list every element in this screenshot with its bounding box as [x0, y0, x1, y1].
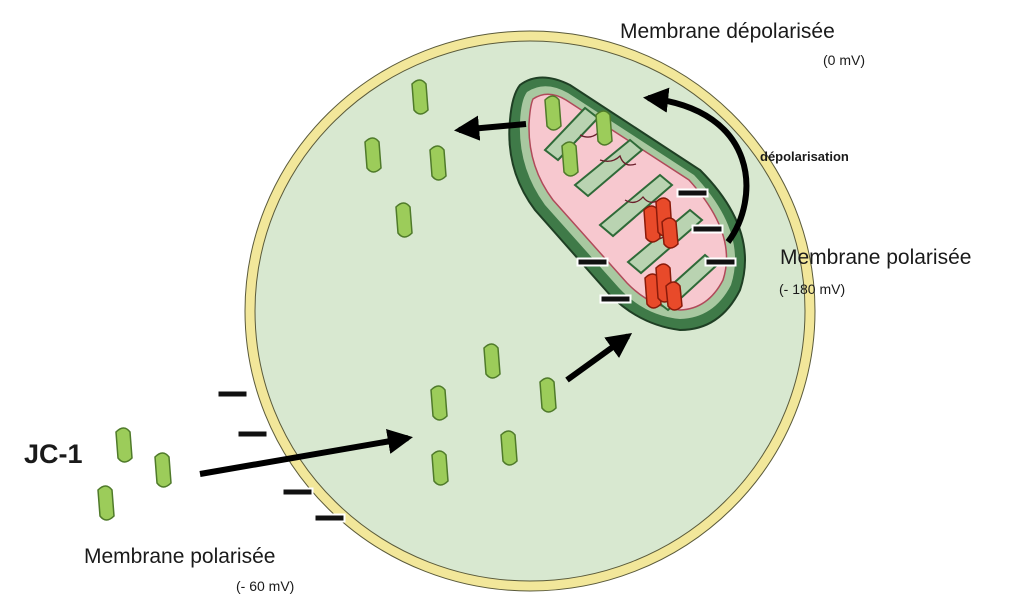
- top-potential-label: (0 mV): [823, 52, 865, 68]
- jc1-monomer: [501, 431, 517, 465]
- jc1-monomer: [155, 453, 171, 487]
- jc1-monomer: [412, 80, 428, 114]
- jc1-monomer: [431, 386, 447, 420]
- jc1-monomer: [430, 146, 446, 180]
- jc1-monomer: [484, 344, 500, 378]
- cell-potential-label: (- 60 mV): [236, 578, 294, 594]
- mitochondrion-membrane-label: Membrane polarisée: [780, 246, 971, 270]
- jc1-label: JC-1: [24, 439, 83, 470]
- jc1-monomer: [540, 378, 556, 412]
- jc1-monomer: [432, 451, 448, 485]
- jc1-monomer: [596, 111, 612, 145]
- top-membrane-label: Membrane dépolarisée: [620, 20, 835, 44]
- jc1-monomer: [545, 96, 561, 130]
- jc1-monomer: [396, 203, 412, 237]
- cell-membrane-label: Membrane polarisée: [84, 545, 275, 569]
- mitochondrion-potential-label: (- 180 mV): [779, 281, 845, 297]
- depolarisation-label: dépolarisation: [760, 149, 849, 164]
- jc1-monomer: [365, 138, 381, 172]
- jc1-monomer: [98, 486, 114, 520]
- jc1-monomer: [116, 428, 132, 462]
- jc1-monomer: [562, 142, 578, 176]
